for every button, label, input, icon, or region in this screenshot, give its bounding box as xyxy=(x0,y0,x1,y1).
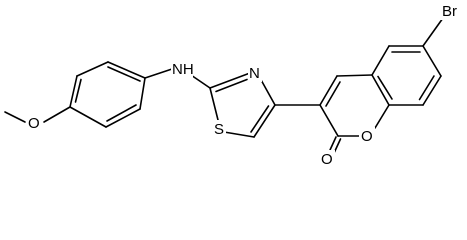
thiazole-nitrogen-label: N xyxy=(249,65,260,82)
bond-c4a-c8a xyxy=(371,74,390,106)
bond-carbonyl-b xyxy=(333,138,342,153)
bond-c2-n3 xyxy=(209,72,251,89)
atom-labels: Br NH N S O O O xyxy=(26,2,466,168)
bond-phenyl-5-inner xyxy=(106,104,137,122)
bond-c6-c7 xyxy=(422,45,442,77)
bond-phenyl-3 xyxy=(107,61,146,79)
bond-c4a-c8a-inner xyxy=(377,75,393,100)
bond-c5-s1 xyxy=(223,131,255,138)
bond-aryl-nh xyxy=(144,68,173,79)
structure-canvas: Br NH N S O O O xyxy=(4,2,466,168)
bond-c7-c8 xyxy=(422,75,442,106)
bond-c3-c4-inner xyxy=(325,81,341,107)
bond-o-aryl xyxy=(43,106,71,123)
bond-carbonyl-a xyxy=(329,136,337,151)
bonds xyxy=(4,17,444,153)
bond-c4-c4a xyxy=(336,74,373,77)
bond-phenyl-5 xyxy=(105,108,141,128)
bromine-label: Br xyxy=(442,3,457,20)
methoxy-oxygen-label: O xyxy=(28,115,40,132)
bond-c2-n3-inner xyxy=(215,78,248,93)
bond-phenyl-1 xyxy=(69,75,78,108)
bond-methyl-o xyxy=(4,111,26,123)
bond-c8a-o1 xyxy=(374,104,390,129)
bond-c4-c5-inner xyxy=(250,105,270,133)
bond-c4-c5 xyxy=(253,104,276,138)
bond-c4a-c5 xyxy=(371,45,390,76)
bond-phenyl-4 xyxy=(139,77,146,110)
bond-phenyl-6 xyxy=(69,106,107,128)
bond-phenyl-3-inner xyxy=(107,66,141,82)
carbonyl-oxygen-label: O xyxy=(321,151,333,168)
bond-n3-c4 xyxy=(259,77,276,106)
bond-c6-br xyxy=(422,17,444,47)
amine-label: NH xyxy=(172,61,194,78)
bond-phenyl-2 xyxy=(76,61,109,77)
ring-oxygen-label: O xyxy=(361,128,373,145)
bond-phenyl-1-inner xyxy=(74,78,82,103)
thiazole-sulfur-label: S xyxy=(214,121,224,138)
bond-c7-c8-inner xyxy=(418,75,435,101)
bond-c3-c4 xyxy=(319,75,338,106)
bond-s1-c2 xyxy=(209,87,219,121)
bond-c2-c3 xyxy=(319,104,339,137)
molecule-structure: Br NH N S O O O xyxy=(4,2,466,168)
